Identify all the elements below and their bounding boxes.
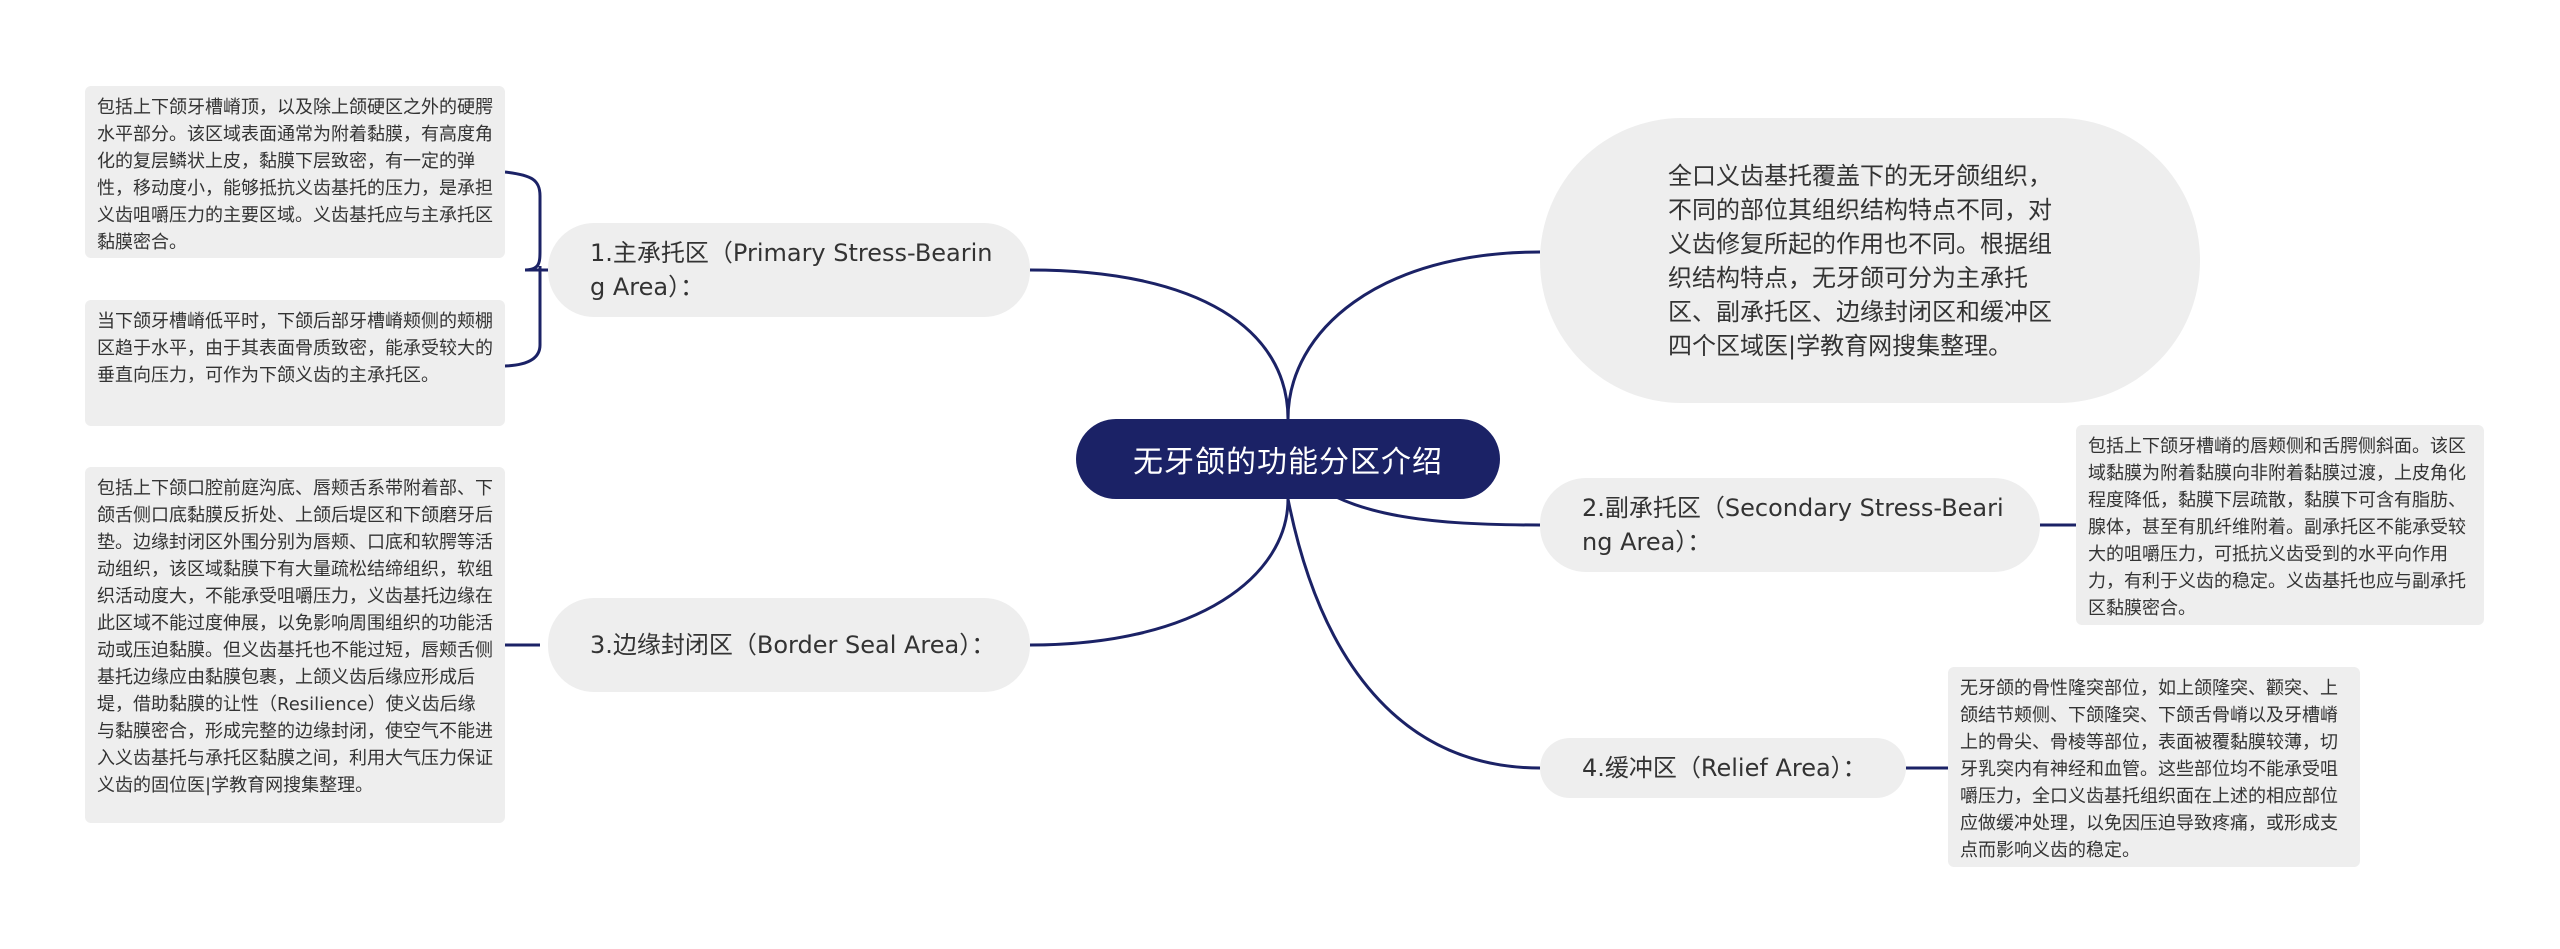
detail-text: 包括上下颌牙槽嵴的唇颊侧和舌腭侧斜面。该区域黏膜为附着黏膜向非附着黏膜过渡，上皮… xyxy=(2088,436,2466,619)
connector-branch-3 xyxy=(1029,498,1290,647)
connector-branch-4 xyxy=(1286,498,1541,770)
detail-primary-stress-bearing-2[interactable]: 当下颌牙槽嵴低平时，下颌后部牙槽嵴颊侧的颊棚区趋于水平，由于其表面骨质致密，能承… xyxy=(85,300,505,426)
branch-label: 1.主承托区（Primary Stress-Bearing Area）： xyxy=(590,239,993,301)
detail-text: 无牙颌的骨性隆突部位，如上颌隆突、颧突、上颌结节颊侧、下颌隆突、下颌舌骨嵴以及牙… xyxy=(1960,678,2338,861)
summary-text: 全口义齿基托覆盖下的无牙颌组织，不同的部位其组织结构特点不同，对义齿修复所起的作… xyxy=(1668,161,2052,360)
branch-label: 3.边缘封闭区（Border Seal Area）： xyxy=(590,631,996,659)
branch-label: 2.副承托区（Secondary Stress-Bearing Area）： xyxy=(1582,494,2004,556)
branch-secondary-stress-bearing[interactable]: 2.副承托区（Secondary Stress-Bearing Area）： xyxy=(1540,478,2040,572)
detail-border-seal[interactable]: 包括上下颌口腔前庭沟底、唇颊舌系带附着部、下颌舌侧口底黏膜反折处、上颌后堤区和下… xyxy=(85,467,505,823)
bracket-branch-1 xyxy=(504,170,542,368)
branch-border-seal[interactable]: 3.边缘封闭区（Border Seal Area）： xyxy=(548,598,1030,692)
branch-relief-area[interactable]: 4.缓冲区（Relief Area）： xyxy=(1540,738,1906,798)
detail-secondary-stress-bearing[interactable]: 包括上下颌牙槽嵴的唇颊侧和舌腭侧斜面。该区域黏膜为附着黏膜向非附着黏膜过渡，上皮… xyxy=(2076,425,2484,625)
summary-node[interactable]: 全口义齿基托覆盖下的无牙颌组织，不同的部位其组织结构特点不同，对义齿修复所起的作… xyxy=(1540,118,2200,403)
branch-label: 4.缓冲区（Relief Area）： xyxy=(1582,754,1867,782)
detail-text: 当下颌牙槽嵴低平时，下颌后部牙槽嵴颊侧的颊棚区趋于水平，由于其表面骨质致密，能承… xyxy=(97,311,493,386)
connector-summary xyxy=(1286,250,1541,420)
central-topic-label: 无牙颌的功能分区介绍 xyxy=(1133,445,1443,480)
connector-branch-1 xyxy=(1029,268,1290,420)
detail-relief-area[interactable]: 无牙颌的骨性隆突部位，如上颌隆突、颧突、上颌结节颊侧、下颌隆突、下颌舌骨嵴以及牙… xyxy=(1948,667,2360,867)
detail-text: 包括上下颌牙槽嵴顶，以及除上颌硬区之外的硬腭水平部分。该区域表面通常为附着黏膜，… xyxy=(97,97,493,253)
detail-primary-stress-bearing-1[interactable]: 包括上下颌牙槽嵴顶，以及除上颌硬区之外的硬腭水平部分。该区域表面通常为附着黏膜，… xyxy=(85,86,505,258)
central-topic[interactable]: 无牙颌的功能分区介绍 xyxy=(1076,419,1500,499)
branch-primary-stress-bearing[interactable]: 1.主承托区（Primary Stress-Bearing Area）： xyxy=(548,223,1030,317)
detail-text: 包括上下颌口腔前庭沟底、唇颊舌系带附着部、下颌舌侧口底黏膜反折处、上颌后堤区和下… xyxy=(97,478,493,796)
